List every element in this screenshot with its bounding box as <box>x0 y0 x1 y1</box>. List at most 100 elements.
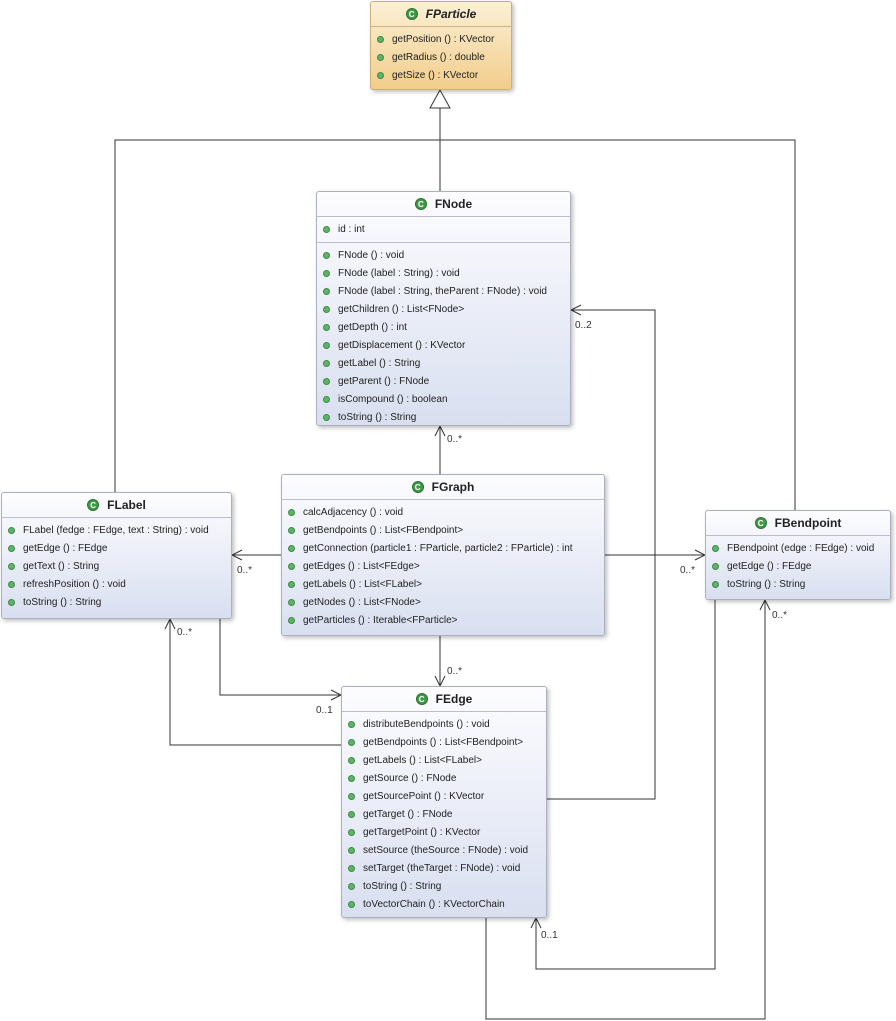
mult-fedge-bendpoints: 0..* <box>772 610 788 621</box>
public-method-icon <box>288 526 295 534</box>
method-row[interactable]: getText () : String <box>2 557 231 575</box>
method-label: getTargetPoint () : KVector <box>363 826 481 838</box>
public-method-icon <box>8 544 15 552</box>
public-method-icon <box>348 846 355 854</box>
method-label: getEdges () : List<FEdge> <box>303 560 420 572</box>
method-row[interactable]: getSourcePoint () : KVector <box>342 787 546 805</box>
class-name: FParticle <box>425 7 477 21</box>
method-label: getSource () : FNode <box>363 772 457 784</box>
methods-section: FBendpoint (edge : FEdge) : void getEdge … <box>706 536 890 597</box>
method-row[interactable]: distributeBendpoints () : void <box>342 715 546 733</box>
public-method-icon <box>348 720 355 728</box>
method-label: refreshPosition () : void <box>23 578 126 590</box>
method-label: getNodes () : List<FNode> <box>303 596 421 608</box>
method-row[interactable]: FNode (label : String, theParent : FNode… <box>317 282 570 300</box>
method-row[interactable]: getDisplacement () : KVector <box>317 336 570 354</box>
method-row[interactable]: getSize () : KVector <box>371 66 511 84</box>
method-row[interactable]: getRadius () : double <box>371 48 511 66</box>
method-row[interactable]: toString () : String <box>2 593 231 611</box>
method-row[interactable]: getEdge () : FEdge <box>2 539 231 557</box>
method-row[interactable]: FNode () : void <box>317 246 570 264</box>
method-label: isCompound () : boolean <box>338 393 448 405</box>
method-row[interactable]: setTarget (theTarget : FNode) : void <box>342 859 546 877</box>
method-row[interactable]: getLabels () : List<FLabel> <box>282 575 604 593</box>
fedge-to-flabel <box>170 619 341 746</box>
method-row[interactable]: getParticles () : Iterable<FParticle> <box>282 611 604 629</box>
public-method-icon <box>348 774 355 782</box>
class-name: FGraph <box>431 480 475 494</box>
method-row[interactable]: getConnection (particle1 : FParticle, pa… <box>282 539 604 557</box>
method-label: FNode (label : String) : void <box>338 267 460 279</box>
method-row[interactable]: getTarget () : FNode <box>342 805 546 823</box>
method-label: FNode () : void <box>338 249 405 261</box>
class-c-icon: C <box>411 481 424 493</box>
public-method-icon <box>323 341 330 349</box>
public-method-icon <box>8 562 15 570</box>
method-row[interactable]: getSource () : FNode <box>342 769 546 787</box>
method-row[interactable]: getBendpoints () : List<FBendpoint> <box>282 521 604 539</box>
method-label: FNode (label : String, theParent : FNode… <box>338 285 547 297</box>
method-label: getPosition () : KVector <box>392 33 495 45</box>
public-method-icon <box>348 900 355 908</box>
public-method-icon <box>288 562 295 570</box>
mult-flabel-edge: 0..1 <box>316 705 333 716</box>
method-label: getLabel () : String <box>338 357 421 369</box>
public-method-icon <box>348 738 355 746</box>
method-row[interactable]: getChildren () : List<FNode> <box>317 300 570 318</box>
method-label: getParent () : FNode <box>338 375 430 387</box>
public-method-icon <box>348 810 355 818</box>
method-row[interactable]: getTargetPoint () : KVector <box>342 823 546 841</box>
method-label: getRadius () : double <box>392 51 485 63</box>
attributes-section: id : int <box>317 217 570 243</box>
flabel-to-fedge <box>219 619 341 695</box>
method-label: getEdge () : FEdge <box>23 542 108 554</box>
method-label: getText () : String <box>23 560 100 572</box>
method-row[interactable]: toString () : String <box>317 408 570 426</box>
method-row[interactable]: getParent () : FNode <box>317 372 570 390</box>
public-method-icon <box>288 508 295 516</box>
method-row[interactable]: toVectorChain () : KVectorChain <box>342 895 546 913</box>
method-row[interactable]: calcAdjacency () : void <box>282 503 604 521</box>
public-method-icon <box>377 53 384 61</box>
method-row[interactable]: getDepth () : int <box>317 318 570 336</box>
method-row[interactable]: getLabels () : List<FLabel> <box>342 751 546 769</box>
method-row[interactable]: FLabel (fedge : FEdge, text : String) : … <box>2 521 231 539</box>
method-label: getEdge () : FEdge <box>727 560 812 572</box>
method-row[interactable]: isCompound () : boolean <box>317 390 570 408</box>
class-c-icon: C <box>87 499 100 511</box>
public-method-icon <box>323 323 330 331</box>
method-row[interactable]: setSource (theSource : FNode) : void <box>342 841 546 859</box>
method-row[interactable]: getPosition () : KVector <box>371 30 511 48</box>
method-row[interactable]: refreshPosition () : void <box>2 575 231 593</box>
attribute-row[interactable]: id : int <box>317 220 570 238</box>
method-row[interactable]: getEdges () : List<FEdge> <box>282 557 604 575</box>
method-row[interactable]: FNode (label : String) : void <box>317 264 570 282</box>
method-row[interactable]: toString () : String <box>342 877 546 895</box>
class-title: C FGraph <box>282 475 604 500</box>
public-method-icon <box>288 598 295 606</box>
public-method-icon <box>377 35 384 43</box>
public-method-icon <box>8 598 15 606</box>
mult-fedge-labels: 0..* <box>177 627 193 638</box>
method-row[interactable]: FBendpoint (edge : FEdge) : void <box>706 539 890 557</box>
method-row[interactable]: getEdge () : FEdge <box>706 557 890 575</box>
method-row[interactable]: getNodes () : List<FNode> <box>282 593 604 611</box>
method-row[interactable]: toString () : String <box>706 575 890 593</box>
attribute-label: id : int <box>338 223 365 235</box>
method-row[interactable]: getLabel () : String <box>317 354 570 372</box>
method-label: FLabel (fedge : FEdge, text : String) : … <box>23 524 209 536</box>
class-c-icon: C <box>754 517 767 529</box>
public-method-icon <box>712 580 719 588</box>
mult-fgraph-bendpoints: 0..* <box>680 565 696 576</box>
public-method-icon <box>348 864 355 872</box>
method-row[interactable]: getBendpoints () : List<FBendpoint> <box>342 733 546 751</box>
method-label: toString () : String <box>727 578 806 590</box>
